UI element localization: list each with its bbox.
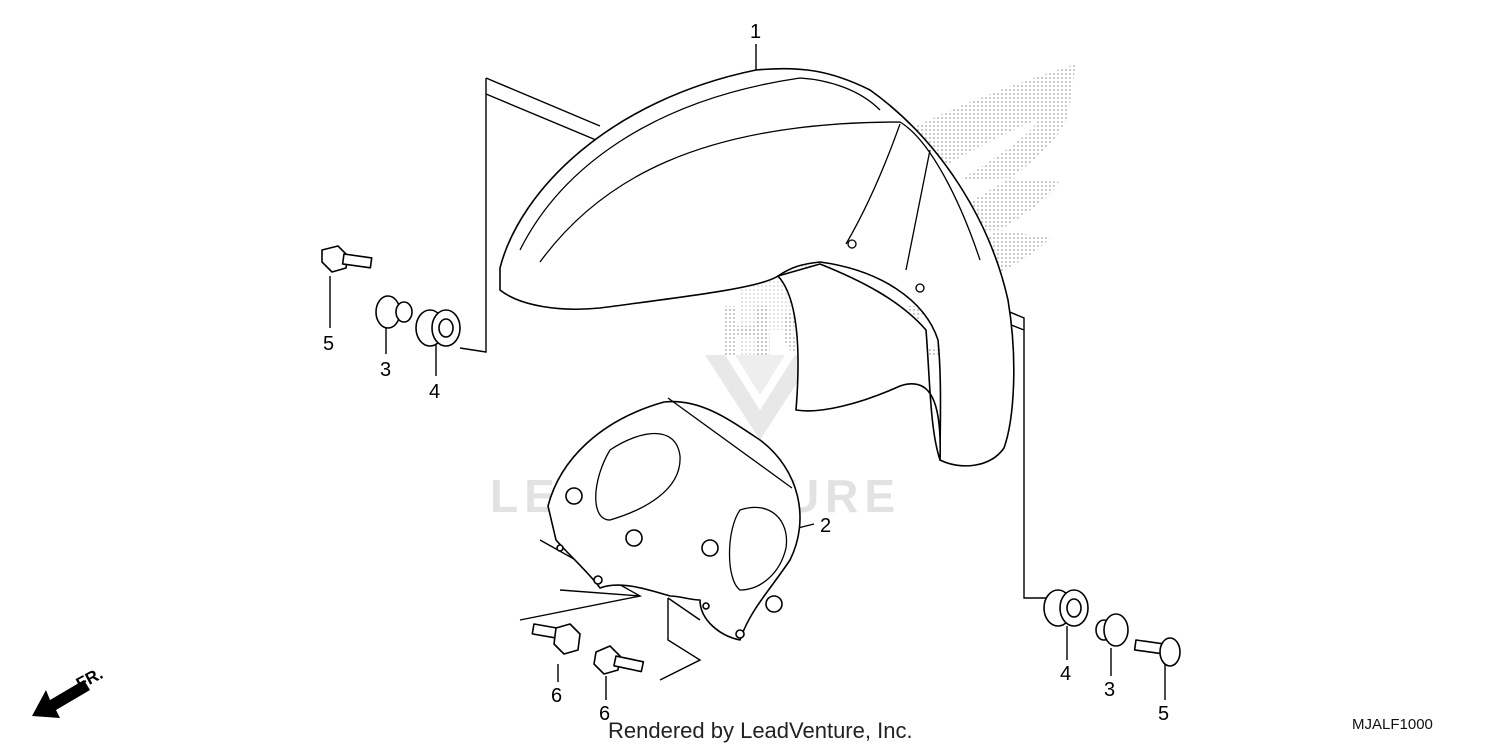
flange-bolt-b [593, 645, 645, 675]
bolt-left [321, 245, 373, 273]
rendered-by-credit: Rendered by LeadVenture, Inc. [608, 718, 913, 743]
bolt-right [1133, 637, 1181, 667]
callout-bolt-left: 5 [323, 333, 334, 355]
front-fender [499, 67, 1015, 467]
collar-right [1095, 613, 1129, 647]
flange-bolt-a [531, 623, 581, 655]
callout-fender: 1 [750, 21, 761, 43]
grommet-left [415, 309, 461, 347]
callout-collar-right: 3 [1104, 679, 1115, 701]
callout-collar-left: 3 [380, 359, 391, 381]
collar-left [375, 295, 413, 329]
callout-bolt-right: 5 [1158, 703, 1169, 725]
callout-grommet-left: 4 [429, 381, 440, 403]
callout-flange-bolt-b: 6 [599, 703, 610, 725]
callout-flange-bolt-a: 6 [551, 685, 562, 707]
callout-inner-fender: 2 [820, 515, 831, 537]
grommet-right [1043, 589, 1089, 627]
diagram-code: MJALF1000 [1352, 716, 1433, 733]
arrow-front-icon: FR. [32, 664, 106, 718]
inner-fender-bracket [547, 397, 801, 641]
callout-grommet-right: 4 [1060, 663, 1071, 685]
